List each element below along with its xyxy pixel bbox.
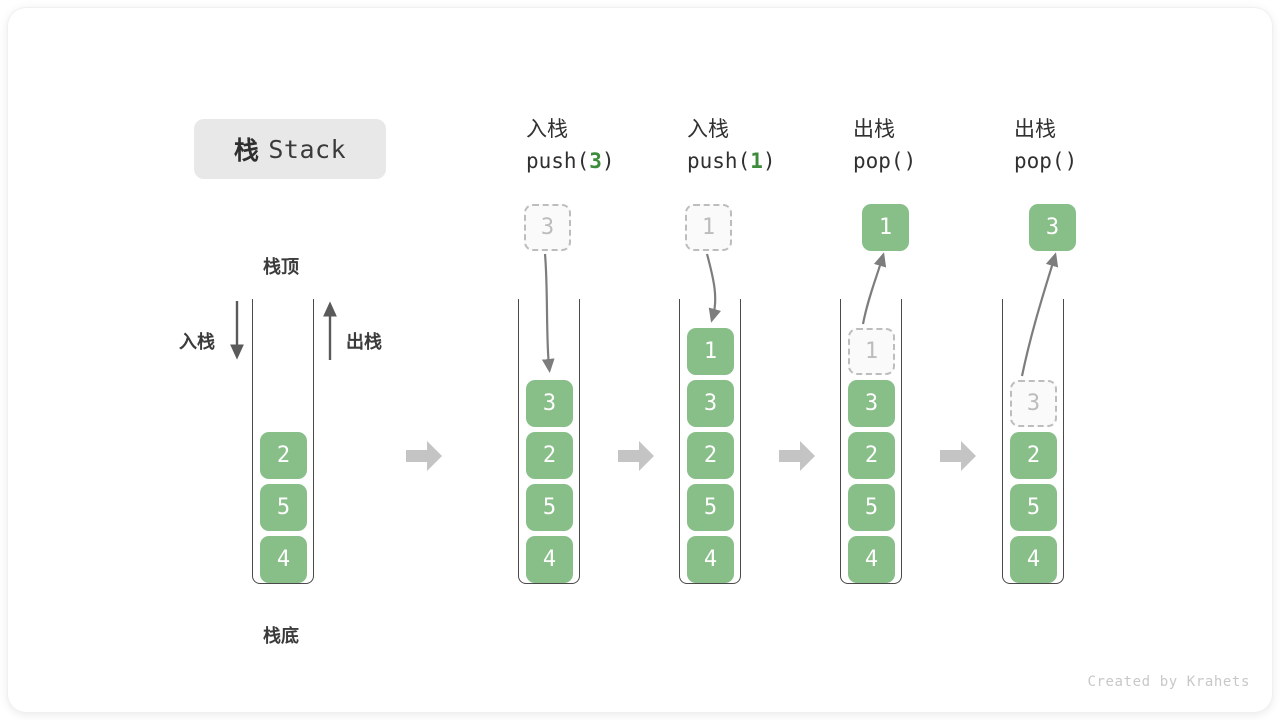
step-arrow-icon	[940, 441, 976, 471]
column-header-cn: 入栈	[687, 118, 729, 141]
label-stack-top: 栈顶	[263, 257, 299, 277]
stack-container-pop-1	[840, 299, 902, 584]
column-header-code: pop()	[1014, 145, 1194, 178]
column-header-pop-3: 出栈 pop()	[1014, 114, 1194, 178]
code-post: )	[1064, 149, 1078, 173]
stack-cell: 2	[260, 432, 307, 479]
code-pre: pop(	[1014, 149, 1065, 173]
column-header-code: push(3)	[526, 145, 706, 178]
code-pre: push(	[526, 149, 590, 173]
code-post: )	[762, 149, 776, 173]
column-header-cn: 入栈	[526, 118, 568, 141]
stack-cell: 5	[526, 484, 573, 531]
footer-credit: Created by Krahets	[1087, 674, 1250, 690]
code-num: 1	[750, 149, 763, 173]
detached-cell-push-3: 3	[524, 204, 571, 251]
diagram-canvas: 栈 Stack 栈顶 栈底 入栈 出栈 入栈 push(3) 入栈 push(1…	[8, 8, 1272, 712]
stack-cell: 4	[526, 536, 573, 583]
detached-cell-push-1: 1	[685, 204, 732, 251]
column-header-cn: 出栈	[1014, 118, 1056, 141]
stack-cell-removed: 1	[848, 328, 895, 375]
stack-cell-removed: 3	[1010, 380, 1057, 427]
stack-cell: 2	[1010, 432, 1057, 479]
code-post: )	[903, 149, 917, 173]
stack-cell: 4	[1010, 536, 1057, 583]
stack-cell: 2	[526, 432, 573, 479]
title-badge: 栈 Stack	[194, 119, 386, 179]
detached-cell-pop-1: 1	[862, 204, 909, 251]
label-push-left: 入栈	[179, 332, 215, 352]
stack-cell: 4	[687, 536, 734, 583]
code-post: )	[601, 149, 615, 173]
stack-cell: 2	[687, 432, 734, 479]
column-header-push-1: 入栈 push(1)	[687, 114, 867, 178]
step-arrow-icon	[406, 441, 442, 471]
stack-container-initial	[252, 299, 314, 584]
column-header-pop-1: 出栈 pop()	[853, 114, 1033, 178]
step-arrow-icon	[618, 441, 654, 471]
stack-cell: 5	[848, 484, 895, 531]
stack-cell: 2	[848, 432, 895, 479]
column-header-code: push(1)	[687, 145, 867, 178]
code-pre: pop(	[853, 149, 904, 173]
step-arrow-icon	[779, 441, 815, 471]
stack-container-pop-3	[1002, 299, 1064, 584]
label-stack-bottom: 栈底	[263, 626, 299, 646]
stack-cell: 5	[1010, 484, 1057, 531]
stack-container-push-1	[679, 299, 741, 584]
stack-cell: 4	[260, 536, 307, 583]
stack-cell: 4	[848, 536, 895, 583]
stack-cell: 3	[526, 380, 573, 427]
stack-container-push-3	[518, 299, 580, 584]
detached-cell-pop-3: 3	[1029, 204, 1076, 251]
stack-cell: 5	[260, 484, 307, 531]
column-header-code: pop()	[853, 145, 1033, 178]
column-header-cn: 出栈	[853, 118, 895, 141]
code-pre: push(	[687, 149, 751, 173]
stack-cell: 3	[687, 380, 734, 427]
code-num: 3	[589, 149, 602, 173]
column-header-push-3: 入栈 push(3)	[526, 114, 706, 178]
stack-cell: 3	[848, 380, 895, 427]
stack-cell: 5	[687, 484, 734, 531]
title-en: Stack	[268, 134, 347, 164]
stack-cell: 1	[687, 328, 734, 375]
title-cn: 栈	[233, 137, 260, 165]
label-pop-left: 出栈	[346, 332, 382, 352]
